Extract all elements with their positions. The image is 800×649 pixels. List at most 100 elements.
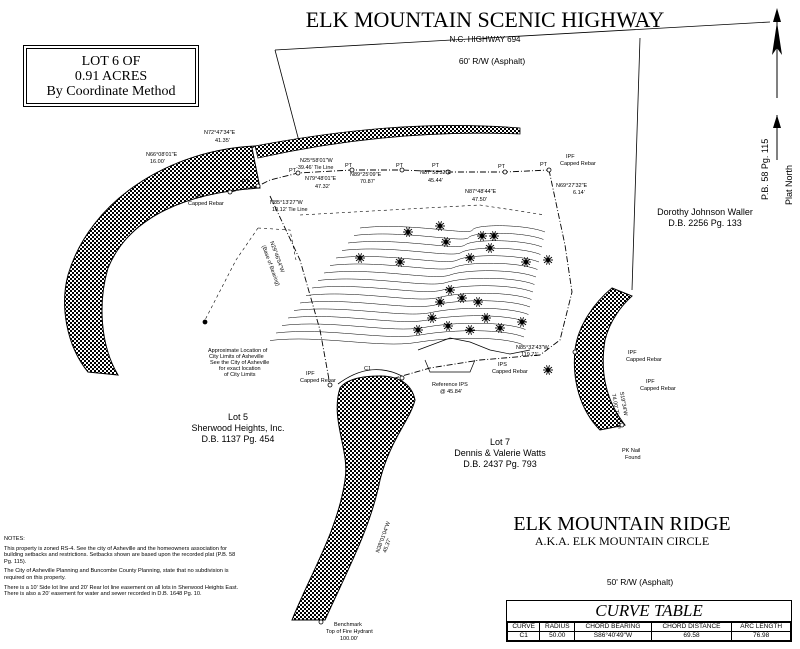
bearing-6: N87°58'32"E bbox=[420, 170, 452, 176]
contour-line bbox=[275, 330, 525, 338]
notes-paragraph-2: The City of Asheville Planning and Bunco… bbox=[4, 568, 229, 581]
highway-route: N.C. HIGHWAY 694 bbox=[450, 35, 522, 44]
tree-icon bbox=[495, 323, 505, 333]
tree-icon bbox=[473, 297, 483, 307]
bearing-2: N66°08'01"E bbox=[146, 152, 178, 158]
bearing-1: N72°47'34"E bbox=[204, 130, 236, 136]
ipf-label-3: IPF bbox=[306, 371, 315, 377]
curve-table-header: CURVE RADIUS CHORD BEARING CHORD DISTANC… bbox=[506, 622, 791, 632]
tree-icon bbox=[395, 257, 405, 267]
table-row: C1 50.00 S86°40'49"W 69.58 76.98 bbox=[506, 631, 791, 641]
contour-lines bbox=[269, 225, 546, 345]
lot5-db: D.B. 1137 Pg. 454 bbox=[202, 434, 275, 444]
lot7-owner: Dennis & Valerie Watts bbox=[454, 448, 546, 458]
curve-table-header-cell: CHORD DISTANCE bbox=[650, 622, 733, 632]
lot-box-line1: LOT 6 OF bbox=[81, 54, 141, 69]
tree-icon bbox=[441, 237, 451, 247]
ips-label: IPS bbox=[498, 362, 507, 368]
lot5-owner: Sherwood Heights, Inc. bbox=[191, 423, 284, 433]
ipf-label-2: IPF bbox=[566, 154, 575, 160]
curve-table-header-cell: ARC LENGTH bbox=[731, 622, 791, 632]
pt-label-4: PT bbox=[396, 163, 404, 169]
city-limits-1: Approximate Location of bbox=[208, 348, 268, 354]
ridge-aka: A.K.A. ELK MOUNTAIN CIRCLE bbox=[535, 534, 709, 548]
benchmark-2: Top of Fire Hydrant bbox=[326, 629, 373, 635]
curve-table-cell: 69.58 bbox=[650, 631, 733, 641]
notes-paragraph-3: There is a 10' Side lot line and 20' Rea… bbox=[4, 584, 239, 598]
lot7-db: D.B. 2437 Pg. 793 bbox=[463, 459, 537, 469]
contour-line bbox=[335, 255, 540, 263]
city-limits-3: See the City of Asheville bbox=[210, 360, 269, 366]
curve-table-cell: 76.98 bbox=[731, 631, 791, 641]
ipf-label-4: IPF bbox=[628, 350, 637, 356]
ridge-row: 50' R/W (Asphalt) bbox=[607, 577, 674, 587]
tree-icon bbox=[543, 255, 553, 265]
notes-paragraph-1: This property is zoned RS-4. See the cit… bbox=[4, 545, 236, 565]
scenic-highway-upper bbox=[254, 125, 521, 159]
bearing-11: N85°32'43"W bbox=[516, 345, 550, 351]
trees bbox=[355, 221, 553, 375]
pt-label-5: PT bbox=[432, 163, 440, 169]
tree-icon bbox=[517, 317, 527, 327]
contour-line bbox=[359, 225, 546, 233]
highway-title: ELK MOUNTAIN SCENIC HIGHWAY bbox=[306, 7, 665, 32]
bearing-8: N69°27'32"E bbox=[556, 183, 588, 189]
ridge-road-pavement bbox=[291, 375, 416, 621]
capped-label-5: Capped Rebar bbox=[640, 386, 676, 392]
tree-icon bbox=[435, 297, 445, 307]
contour-line bbox=[287, 315, 528, 323]
bearing-3-dist: -39.46' Tie Line bbox=[296, 165, 333, 171]
tree-icon bbox=[481, 313, 491, 323]
tree-icon bbox=[403, 227, 413, 237]
north-arrow-icon bbox=[772, 8, 782, 160]
contour-line bbox=[347, 240, 543, 248]
scenic-highway-pavement bbox=[64, 145, 261, 376]
tree-icon bbox=[465, 325, 475, 335]
contour-line bbox=[281, 322, 526, 330]
bearing-8-dist: 6.14' bbox=[573, 190, 585, 196]
curve-c1 bbox=[337, 369, 403, 385]
capped-label-2: Capped Rebar bbox=[560, 161, 596, 167]
curve-table-cell: S86°40'49"W bbox=[574, 631, 652, 641]
bearing-4: N79°48'01"E bbox=[305, 176, 337, 182]
pk-nail-label: PK Nail bbox=[622, 448, 640, 454]
tree-icon bbox=[355, 253, 365, 263]
curve-table-grid: CURVE RADIUS CHORD BEARING CHORD DISTANC… bbox=[506, 622, 791, 641]
setback-lines bbox=[204, 204, 546, 321]
tree-icon bbox=[465, 253, 475, 263]
tree-icon bbox=[489, 231, 499, 241]
city-limits-5: of City Limits bbox=[224, 372, 256, 378]
bearing-5: N89°25'09"E bbox=[350, 172, 382, 178]
tree-icon bbox=[477, 231, 487, 241]
curve-table-title: CURVE TABLE bbox=[507, 601, 791, 622]
curve-table-header-cell: CURVE bbox=[506, 622, 541, 632]
contour-line bbox=[323, 270, 537, 278]
pt-label-7: PT bbox=[540, 162, 548, 168]
city-limits-4: for exact location bbox=[219, 366, 261, 372]
benchmark-3: 100.00' bbox=[340, 636, 358, 642]
bearing-6-dist: 45.44' bbox=[428, 178, 443, 184]
bearing-labels: N72°47'34"E 41.35' N66°08'01"E 16.00' N2… bbox=[146, 130, 628, 554]
notes-title: NOTES: bbox=[4, 536, 25, 542]
tree-icon bbox=[521, 257, 531, 267]
bearing-7: N87°48'44"E bbox=[465, 189, 497, 195]
ref-ips-dist: @ 45.84' bbox=[440, 389, 462, 395]
bearing-11-dist: 119.71' bbox=[521, 352, 538, 358]
tree-icon bbox=[443, 321, 453, 331]
contour-line bbox=[293, 308, 529, 315]
city-limits-2: City Limits of Asheville bbox=[209, 354, 264, 360]
curve-table-cell: C1 bbox=[506, 631, 541, 641]
contour-line bbox=[305, 293, 532, 300]
house-footprint bbox=[417, 337, 531, 373]
ipf-label-1: IPF bbox=[195, 194, 204, 200]
curve-c1-label: C1 bbox=[364, 366, 371, 372]
tree-icon bbox=[435, 221, 445, 231]
bearing-2-dist: 16.00' bbox=[150, 159, 165, 165]
tree-icon bbox=[457, 293, 467, 303]
ipf-label-5: IPF bbox=[646, 379, 655, 385]
capped-label-4: Capped Rebar bbox=[626, 357, 662, 363]
bearing-5-dist: 70.87' bbox=[360, 179, 375, 185]
contour-line bbox=[311, 285, 534, 293]
survey-notes: NOTES: This property is zoned RS-4. See … bbox=[4, 536, 242, 601]
